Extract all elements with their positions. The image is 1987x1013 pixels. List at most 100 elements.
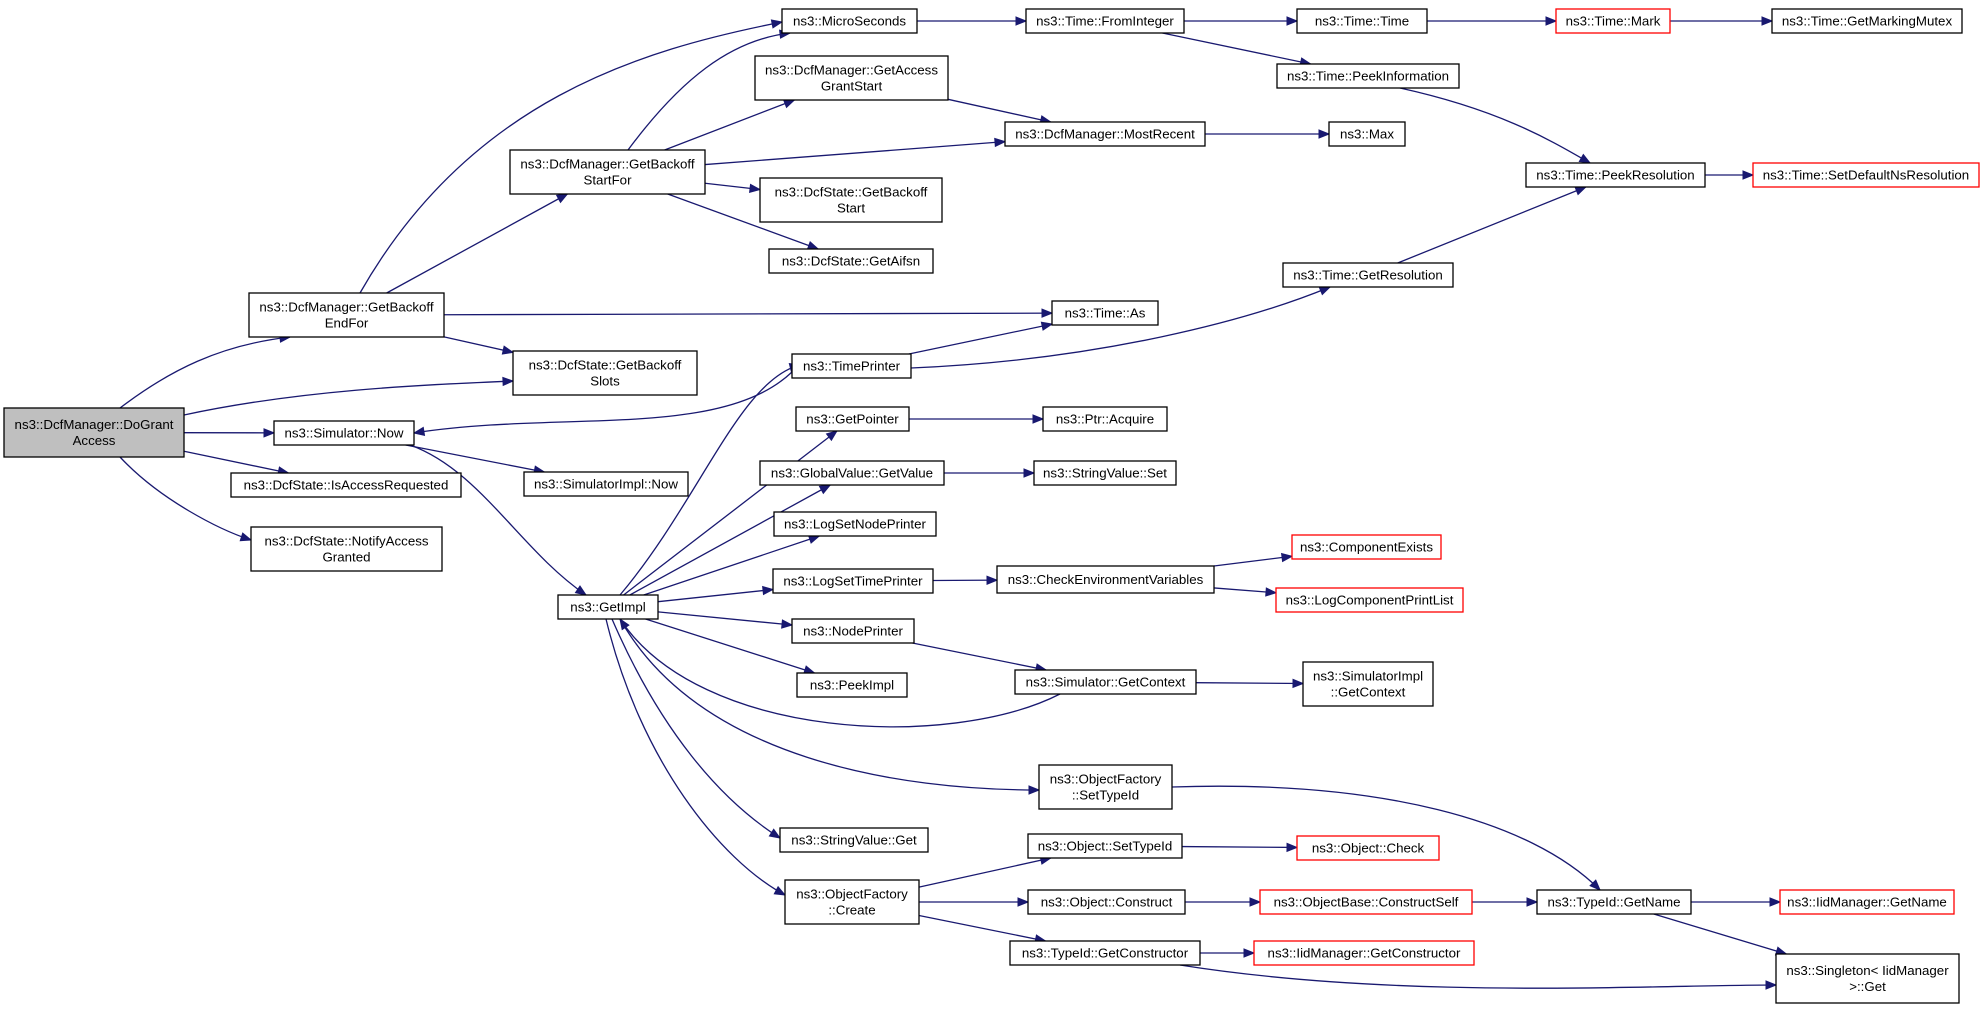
node-label: ns3::LogComponentPrintList (1286, 593, 1454, 608)
node-box (1275, 587, 1464, 613)
node-ptr-acquire[interactable]: ns3::Ptr::Acquire (1042, 406, 1168, 432)
node-simulator-get-context[interactable]: ns3::Simulator::GetContext (1014, 669, 1197, 695)
edge-line (611, 618, 781, 839)
node-object-factory-set-type-id[interactable]: ns3::ObjectFactory::SetTypeId (1038, 764, 1173, 810)
edge-ObjectFactoryCreate-to-ObjectSetTypeId (918, 855, 1053, 888)
node-object-factory-create[interactable]: ns3::ObjectFactory::Create (784, 879, 920, 925)
node-get-resolution[interactable]: ns3::Time::GetResolution (1282, 262, 1454, 288)
node-get-pointer[interactable]: ns3::GetPointer (795, 406, 910, 432)
node-label: ns3::Time::GetMarkingMutex (1782, 14, 1953, 29)
node-label: ns3::MicroSeconds (793, 14, 906, 29)
node-box (1779, 889, 1955, 915)
node-time-mark[interactable]: ns3::Time::Mark (1555, 8, 1671, 34)
node-peek-impl[interactable]: ns3::PeekImpl (796, 672, 908, 698)
node-peek-information[interactable]: ns3::Time::PeekInformation (1276, 63, 1460, 89)
edge-arrowhead (994, 137, 1007, 148)
edge-line (119, 456, 252, 541)
edge-GetImpl-to-ObjectFactorySetTypeId (619, 618, 1041, 795)
edge-DoGrantAccess-to-GetBackoffSlots (183, 376, 515, 416)
edge-DoGrantAccess-to-IsAccessRequested (183, 450, 290, 476)
node-box (784, 879, 920, 925)
node-log-set-node-printer[interactable]: ns3::LogSetNodePrinter (773, 511, 937, 537)
node-peek-resolution[interactable]: ns3::Time::PeekResolution (1525, 162, 1706, 188)
edge-GetBackoffStartFor-to-MostRecent (704, 137, 1007, 166)
node-get-impl[interactable]: ns3::GetImpl (557, 594, 659, 620)
node-box (1536, 889, 1692, 915)
node-iid-get-constructor[interactable]: ns3::IidManager::GetConstructor (1253, 940, 1475, 966)
node-singleton-get[interactable]: ns3::Singleton< IidManager>::Get (1775, 953, 1960, 1004)
edge-CheckEnvironmentVariables-to-LogComponentPrintList (1213, 587, 1278, 597)
node-iid-get-name[interactable]: ns3::IidManager::GetName (1779, 889, 1955, 915)
node-box (1253, 940, 1475, 966)
node-type-id-get-name[interactable]: ns3::TypeId::GetName (1536, 889, 1692, 915)
edge-line (1195, 682, 1304, 685)
edge-ObjectFactoryCreate-to-ObjectConstruct (919, 897, 1030, 907)
node-component-exists[interactable]: ns3::ComponentExists (1291, 534, 1442, 560)
node-label: ns3::Time::PeekInformation (1287, 69, 1449, 84)
node-label: ns3::Ptr::Acquire (1056, 412, 1154, 427)
node-string-value-get[interactable]: ns3::StringValue::Get (779, 827, 929, 853)
node-check-environment-variables[interactable]: ns3::CheckEnvironmentVariables (996, 565, 1215, 594)
node-box (1296, 8, 1428, 34)
node-simulator-now[interactable]: ns3::Simulator::Now (273, 420, 415, 446)
node-get-aifsn[interactable]: ns3::DcfState::GetAifsn (768, 248, 934, 274)
edge-line (645, 618, 815, 674)
edge-line (912, 642, 1047, 671)
node-time-time[interactable]: ns3::Time::Time (1296, 8, 1428, 34)
edge-arrowhead (1017, 897, 1030, 907)
node-type-id-get-constructor[interactable]: ns3::TypeId::GetConstructor (1009, 940, 1201, 966)
node-label: ns3::Simulator::Now (285, 426, 404, 441)
edge-arrowhead (1243, 948, 1256, 958)
edge-TimeFromInteger-to-PeekInformation (1162, 32, 1312, 67)
edge-arrowhead (1318, 129, 1331, 139)
node-label: ns3::ObjectFactory (796, 887, 908, 902)
node-micro-seconds[interactable]: ns3::MicroSeconds (781, 8, 918, 34)
node-global-value-get-value[interactable]: ns3::GlobalValue::GetValue (759, 460, 945, 486)
node-is-access-requested[interactable]: ns3::DcfState::IsAccessRequested (230, 472, 462, 498)
node-label: ns3::DcfState::NotifyAccess (264, 534, 428, 549)
edge-line (413, 371, 793, 434)
node-most-recent[interactable]: ns3::DcfManager::MostRecent (1004, 121, 1206, 147)
edge-arrowhead (749, 183, 762, 194)
edge-line (667, 193, 819, 250)
edge-arrowhead (1280, 552, 1294, 563)
edge-line (1397, 186, 1587, 264)
node-string-value-set[interactable]: ns3::StringValue::Set (1033, 460, 1177, 486)
edge-arrowhead (782, 99, 796, 109)
node-label: >::Get (1849, 979, 1886, 994)
node-time-as[interactable]: ns3::Time::As (1051, 300, 1159, 326)
node-label: ns3::Object::Check (1312, 841, 1425, 856)
node-time-printer[interactable]: ns3::TimePrinter (791, 353, 912, 379)
node-object-set-type-id[interactable]: ns3::Object::SetTypeId (1027, 833, 1183, 859)
edge-line (1653, 913, 1787, 955)
node-label: ns3::Time::SetDefaultNsResolution (1763, 168, 1969, 183)
node-max[interactable]: ns3::Max (1328, 121, 1406, 147)
node-label: ns3::ObjectBase::ConstructSelf (1274, 895, 1459, 910)
node-label: GrantStart (821, 79, 883, 94)
node-object-construct[interactable]: ns3::Object::Construct (1027, 889, 1186, 915)
node-get-marking-mutex[interactable]: ns3::Time::GetMarkingMutex (1771, 8, 1963, 34)
node-simulator-impl-now[interactable]: ns3::SimulatorImpl::Now (523, 471, 689, 497)
node-time-from-integer[interactable]: ns3::Time::FromInteger (1025, 8, 1185, 34)
node-log-set-time-printer[interactable]: ns3::LogSetTimePrinter (772, 568, 934, 594)
node-log-component-print-list[interactable]: ns3::LogComponentPrintList (1275, 587, 1464, 613)
edge-arrowhead (1545, 16, 1558, 26)
edge-SimulatorGetContext-to-SimulatorImplGetContext (1195, 678, 1305, 689)
edge-SimulatorNow-to-GetImpl (409, 444, 588, 596)
edge-arrowhead (412, 426, 426, 437)
node-simulator-impl-get-context[interactable]: ns3::SimulatorImpl::GetContext (1302, 661, 1434, 707)
node-construct-self[interactable]: ns3::ObjectBase::ConstructSelf (1259, 889, 1473, 915)
node-label: ns3::DcfState::IsAccessRequested (244, 478, 449, 493)
node-object-check[interactable]: ns3::Object::Check (1296, 835, 1440, 861)
node-node-printer[interactable]: ns3::NodePrinter (791, 618, 915, 644)
edge-arrowhead (762, 585, 775, 596)
node-set-default-ns-resolution[interactable]: ns3::Time::SetDefaultNsResolution (1752, 162, 1980, 188)
